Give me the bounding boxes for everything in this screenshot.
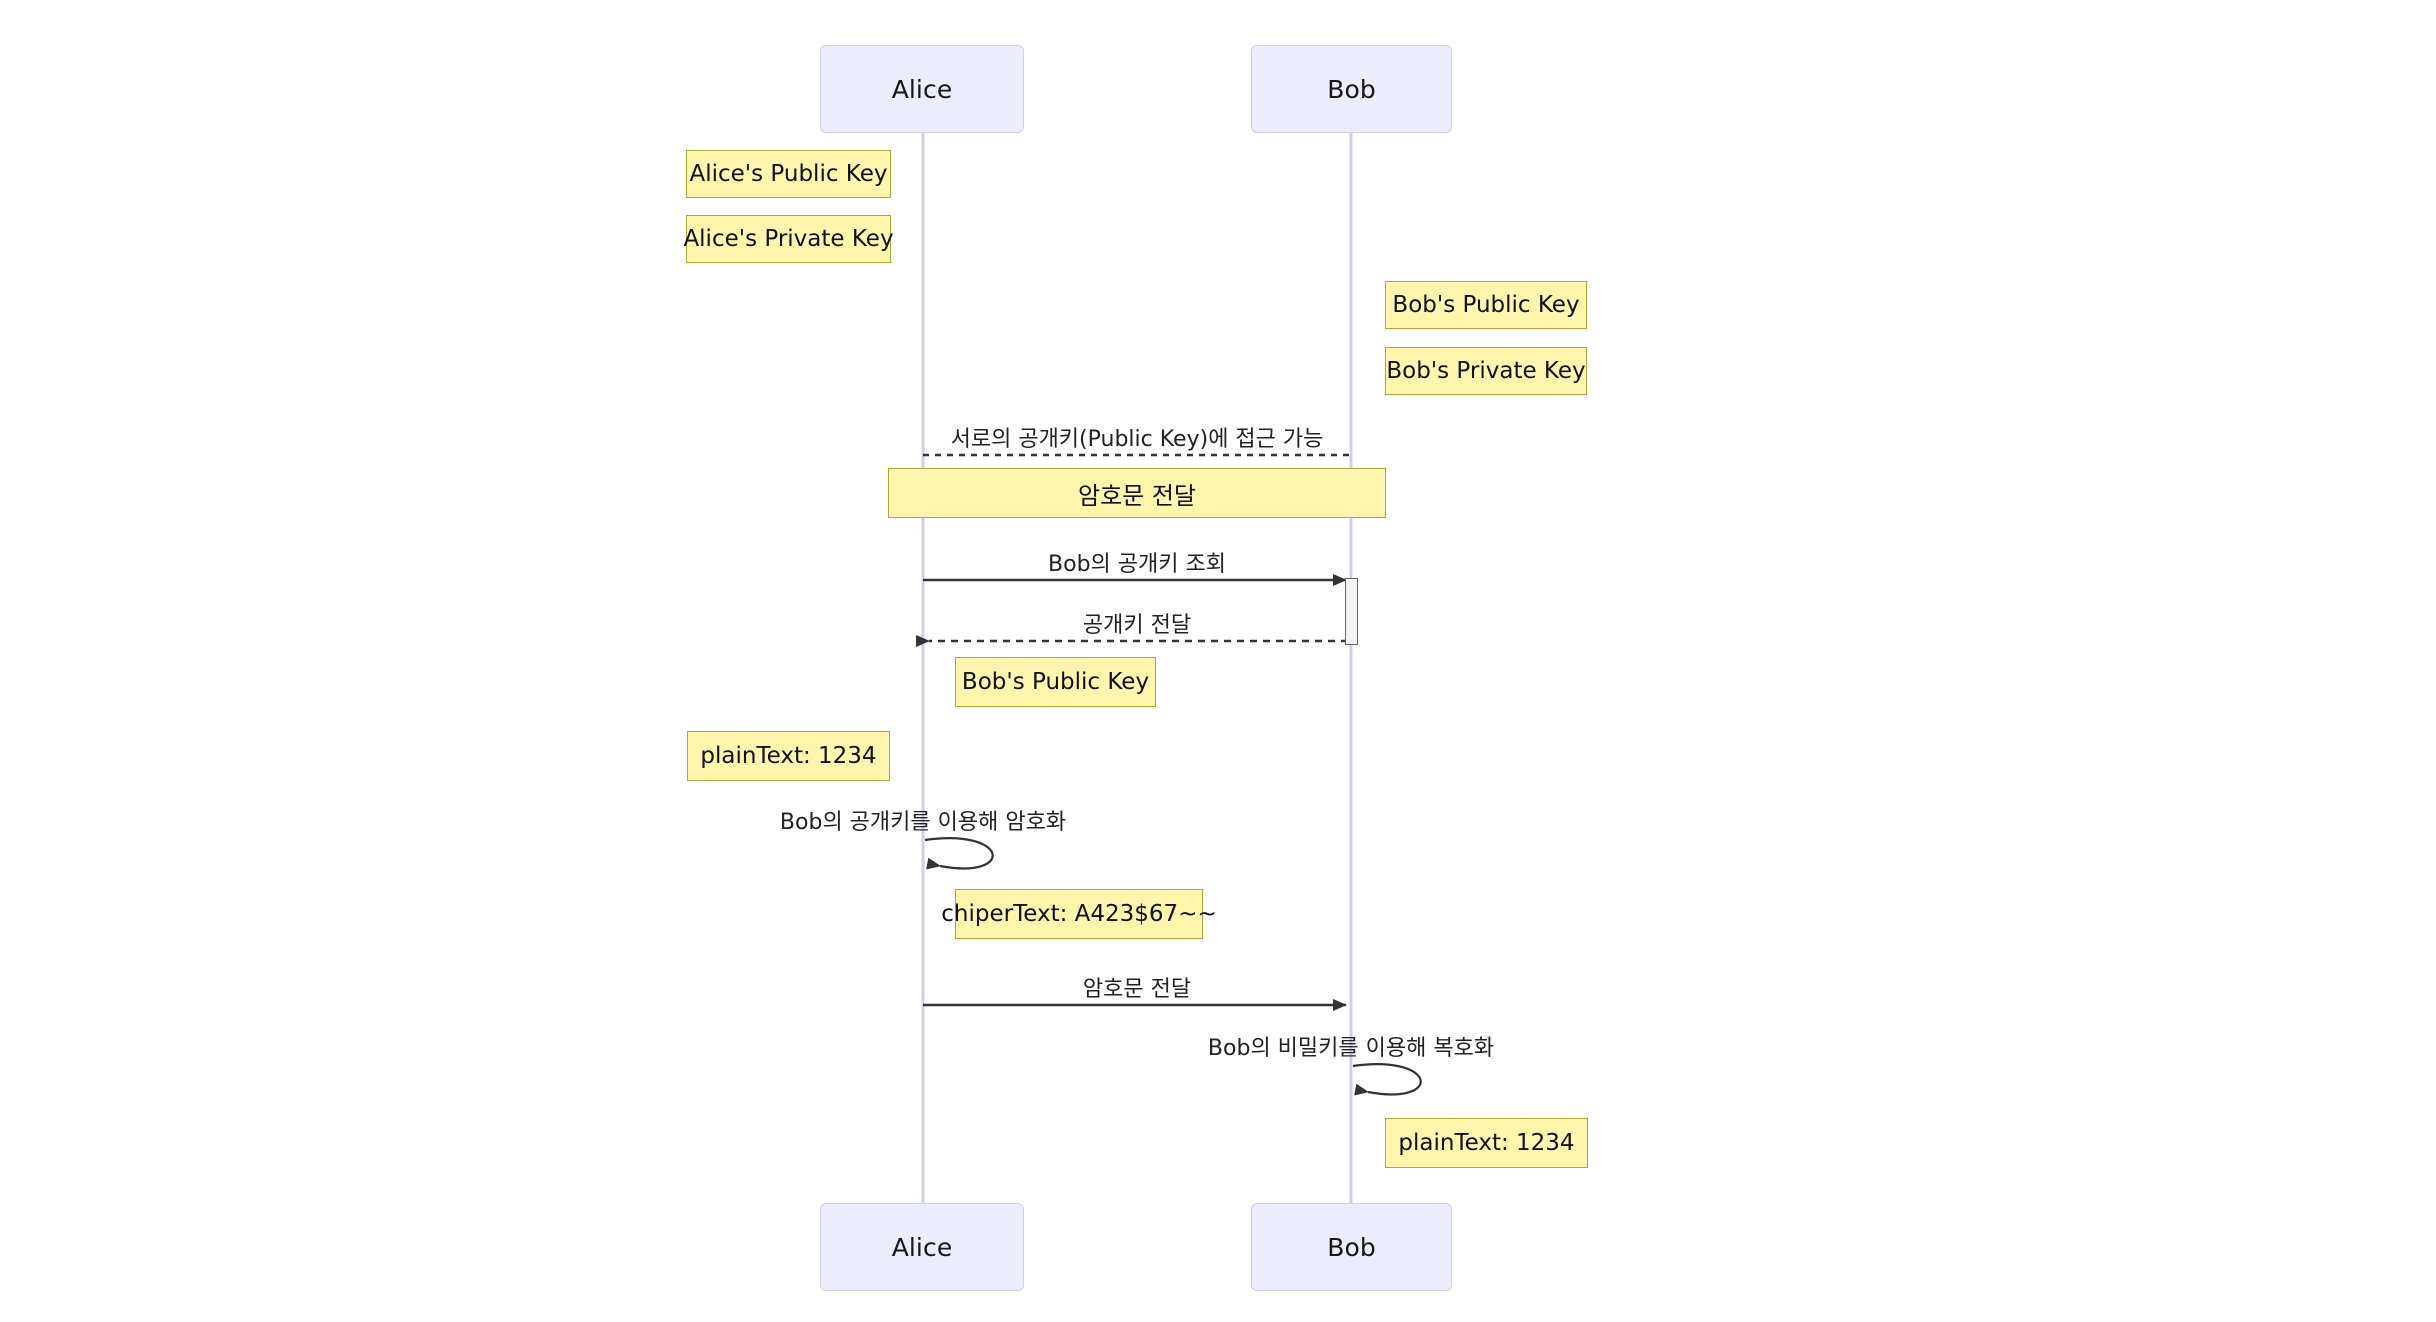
- note-ciphertext-alice-label: chiperText: A423$67~~: [941, 901, 1217, 927]
- actor-bob-top[interactable]: Bob: [1251, 45, 1452, 133]
- note-alice-private-key-label: Alice's Private Key: [683, 226, 894, 252]
- note-cipher-transfer-banner: 암호문 전달: [888, 468, 1386, 518]
- note-plaintext-bob-label: plainText: 1234: [1398, 1130, 1575, 1156]
- message-label-deliver-public-key: 공개키 전달: [1082, 613, 1192, 638]
- note-alice-public-key-label: Alice's Public Key: [689, 161, 888, 187]
- note-bob-public-key-received: Bob's Public Key: [955, 657, 1156, 707]
- message-label-lookup-bob-public-key: Bob의 공개키 조회: [1048, 552, 1226, 577]
- actor-bob-top-label: Bob: [1327, 74, 1376, 104]
- note-bob-public-key-label: Bob's Public Key: [1392, 292, 1580, 318]
- note-bob-public-key: Bob's Public Key: [1385, 281, 1587, 329]
- self-loop-decrypt: [1352, 1063, 1422, 1096]
- actor-alice-bottom-label: Alice: [891, 1232, 953, 1262]
- message-label-decrypt-with-bob-private-key: Bob의 비밀키를 이용해 복호화: [1207, 1036, 1495, 1061]
- note-ciphertext-alice: chiperText: A423$67~~: [941, 889, 1217, 939]
- self-loop-encrypt: [924, 837, 994, 870]
- message-label-public-key-access: 서로의 공개키(Public Key)에 접근 가능: [950, 427, 1324, 452]
- note-plaintext-bob: plainText: 1234: [1385, 1118, 1588, 1168]
- note-bob-public-key-received-label: Bob's Public Key: [961, 669, 1150, 695]
- message-label-send-ciphertext: 암호문 전달: [1082, 977, 1192, 1002]
- actor-alice-top-label: Alice: [891, 74, 953, 104]
- note-alice-public-key: Alice's Public Key: [686, 150, 891, 198]
- note-plaintext-alice: plainText: 1234: [687, 731, 890, 781]
- actor-alice-top[interactable]: Alice: [820, 45, 1024, 133]
- actor-alice-bottom[interactable]: Alice: [820, 1203, 1024, 1291]
- activation-bar-bob: [1345, 578, 1358, 645]
- note-alice-private-key: Alice's Private Key: [683, 215, 894, 263]
- note-bob-private-key: Bob's Private Key: [1385, 347, 1587, 395]
- actor-bob-bottom[interactable]: Bob: [1251, 1203, 1452, 1291]
- note-cipher-transfer-banner-label: 암호문 전달: [1077, 481, 1197, 510]
- message-label-encrypt-with-bob-public-key: Bob의 공개키를 이용해 암호화: [779, 810, 1067, 835]
- note-plaintext-alice-label: plainText: 1234: [700, 743, 877, 769]
- actor-bob-bottom-label: Bob: [1327, 1232, 1376, 1262]
- note-bob-private-key-label: Bob's Private Key: [1386, 358, 1586, 384]
